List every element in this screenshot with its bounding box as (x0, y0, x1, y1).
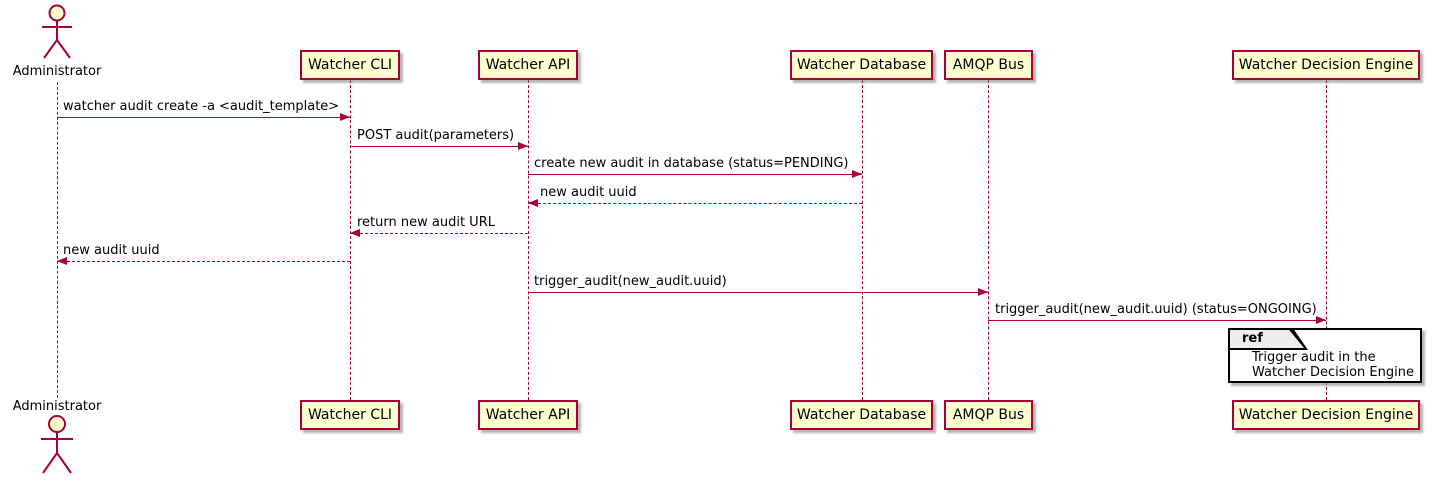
actor-label-top: Administrator (12, 64, 102, 79)
arrowhead-left-icon (57, 257, 67, 265)
message-line (57, 117, 350, 118)
message-line (350, 146, 528, 147)
lifeline-watcher-cli (350, 80, 351, 400)
participant-watcher-decision-engine-top: Watcher Decision Engine (1232, 50, 1420, 80)
message-label-trigger-audit-ongoing: trigger_audit(new_audit.uuid) (status=ON… (995, 302, 1317, 317)
message-label-return-audit-url: return new audit URL (357, 215, 495, 230)
message-label-new-audit-uuid-1: new audit uuid (540, 185, 637, 200)
arrowhead-left-icon (350, 229, 360, 237)
message-line (528, 203, 862, 204)
participant-amqp-bus-bottom: AMQP Bus (944, 400, 1033, 430)
message-line (57, 261, 350, 262)
participant-watcher-api-top: Watcher API (478, 50, 578, 80)
message-label-trigger-audit: trigger_audit(new_audit.uuid) (534, 274, 727, 289)
message-line (528, 174, 862, 175)
participant-amqp-bus-top: AMQP Bus (944, 50, 1033, 80)
participant-watcher-cli-bottom: Watcher CLI (300, 400, 400, 430)
participant-watcher-decision-engine-bottom: Watcher Decision Engine (1232, 400, 1420, 430)
ref-keyword: ref (1242, 331, 1263, 346)
message-line (350, 233, 528, 234)
arrowhead-right-icon (1316, 316, 1326, 324)
participant-watcher-database-bottom: Watcher Database (790, 400, 933, 430)
message-label-create-audit-db: create new audit in database (status=PEN… (534, 156, 849, 171)
arrowhead-right-icon (852, 170, 862, 178)
actor-label-bottom: Administrator (12, 399, 102, 414)
message-label-audit-create: watcher audit create -a <audit_template> (63, 99, 340, 114)
lifeline-watcher-decision-engine (1326, 80, 1327, 400)
arrowhead-right-icon (518, 142, 528, 150)
ref-fragment: ref Trigger audit in the Watcher Decisio… (1228, 328, 1422, 383)
lifeline-administrator (57, 82, 58, 398)
participant-watcher-database-top: Watcher Database (790, 50, 933, 80)
ref-text-line-2: Watcher Decision Engine (1252, 365, 1414, 380)
message-line (988, 320, 1326, 321)
ref-text-line-1: Trigger audit in the (1252, 350, 1376, 365)
actor-icon (37, 4, 77, 66)
ref-tab-fill (1230, 330, 1304, 348)
arrowhead-right-icon (978, 288, 988, 296)
actor-icon-bottom (37, 414, 77, 482)
message-line (528, 292, 988, 293)
participant-watcher-cli-top: Watcher CLI (300, 50, 400, 80)
lifeline-watcher-database (862, 80, 863, 400)
message-label-post-audit: POST audit(parameters) (357, 128, 515, 143)
ref-tab (1228, 328, 1308, 350)
arrowhead-right-icon (340, 113, 350, 121)
lifeline-watcher-api (528, 80, 529, 400)
lifeline-amqp-bus (988, 80, 989, 400)
participant-watcher-api-bottom: Watcher API (478, 400, 578, 430)
arrowhead-left-icon (528, 199, 538, 207)
message-label-new-audit-uuid-2: new audit uuid (63, 243, 160, 258)
